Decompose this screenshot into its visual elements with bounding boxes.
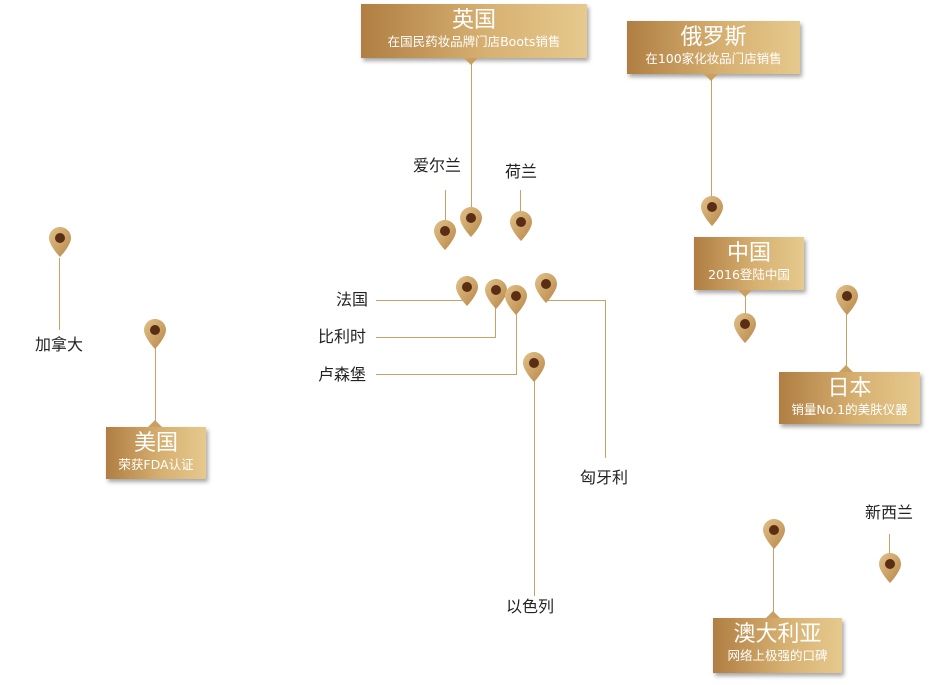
- connector-hungary-v: [605, 300, 606, 458]
- card-japan-sub: 销量No.1的美肤仪器: [791, 402, 908, 417]
- connector-luxembourg-v: [516, 314, 517, 375]
- card-russia-sub: 在100家化妆品门店销售: [645, 51, 782, 66]
- card-uk-notch: [464, 58, 478, 65]
- map-pin-icon[interactable]: [455, 275, 479, 307]
- connector-france: [376, 300, 466, 301]
- card-australia-title: 澳大利亚: [733, 622, 822, 647]
- connector-new-zealand: [889, 534, 890, 554]
- label-ireland: 爱尔兰: [413, 156, 462, 175]
- card-australia[interactable]: 澳大利亚 网络上极强的口碑: [713, 611, 842, 673]
- card-japan-title: 日本: [827, 376, 872, 401]
- connector-luxembourg-h: [376, 374, 517, 375]
- label-hungary: 匈牙利: [580, 468, 629, 487]
- label-belgium: 比利时: [318, 327, 367, 346]
- label-canada: 加拿大: [35, 335, 84, 354]
- map-pin-icon[interactable]: [143, 318, 167, 350]
- connector-japan: [846, 314, 847, 372]
- card-russia-title: 俄罗斯: [680, 25, 747, 50]
- map-pin-icon[interactable]: [433, 219, 457, 251]
- card-china-sub: 2016登陆中国: [708, 267, 790, 282]
- label-israel: 以色列: [506, 597, 555, 616]
- label-luxembourg: 卢森堡: [318, 365, 367, 384]
- label-netherlands: 荷兰: [505, 162, 538, 181]
- map-pin-icon[interactable]: [509, 210, 533, 242]
- card-uk-sub: 在国民药妆品牌门店Boots销售: [387, 34, 561, 49]
- map-pin-icon[interactable]: [48, 226, 72, 258]
- card-japan[interactable]: 日本 销量No.1的美肤仪器: [779, 365, 920, 424]
- map-pin-icon[interactable]: [522, 351, 546, 383]
- connector-netherlands: [520, 190, 521, 214]
- card-usa-title: 美国: [133, 431, 178, 456]
- card-usa-sub: 荣获FDA认证: [118, 457, 194, 472]
- card-china-notch: [738, 290, 752, 297]
- card-uk-title: 英国: [451, 8, 496, 33]
- connector-australia: [773, 548, 774, 612]
- map-pin-icon[interactable]: [484, 278, 508, 310]
- connector-ireland: [445, 190, 446, 222]
- connector-hungary-h: [546, 300, 606, 301]
- connector-china: [745, 290, 746, 318]
- card-australia-notch: [766, 611, 780, 618]
- card-japan-notch: [839, 365, 853, 372]
- map-pin-icon[interactable]: [878, 552, 902, 584]
- connector-israel: [534, 378, 535, 596]
- card-china-title: 中国: [726, 241, 771, 266]
- card-uk[interactable]: 英国 在国民药妆品牌门店Boots销售: [361, 4, 587, 65]
- card-usa-notch: [148, 420, 162, 427]
- map-pin-icon[interactable]: [459, 206, 483, 238]
- map-pin-icon[interactable]: [504, 284, 528, 316]
- connector-uk: [471, 60, 472, 212]
- connector-usa: [155, 348, 156, 424]
- map-pin-icon[interactable]: [534, 272, 558, 304]
- map-pin-icon[interactable]: [733, 312, 757, 344]
- map-pin-icon[interactable]: [762, 518, 786, 550]
- card-china[interactable]: 中国 2016登陆中国: [694, 237, 804, 297]
- card-russia[interactable]: 俄罗斯 在100家化妆品门店销售: [627, 21, 800, 81]
- card-russia-notch: [704, 74, 718, 81]
- card-usa[interactable]: 美国 荣获FDA认证: [106, 420, 206, 479]
- map-pin-icon[interactable]: [835, 284, 859, 316]
- connector-russia: [711, 76, 712, 200]
- connector-belgium-h: [376, 337, 496, 338]
- card-australia-sub: 网络上极强的口碑: [727, 648, 828, 663]
- connector-canada: [59, 258, 60, 330]
- label-france: 法国: [336, 290, 369, 309]
- connector-belgium-v: [495, 306, 496, 338]
- label-new-zealand: 新西兰: [865, 503, 914, 522]
- map-pin-icon[interactable]: [700, 195, 724, 227]
